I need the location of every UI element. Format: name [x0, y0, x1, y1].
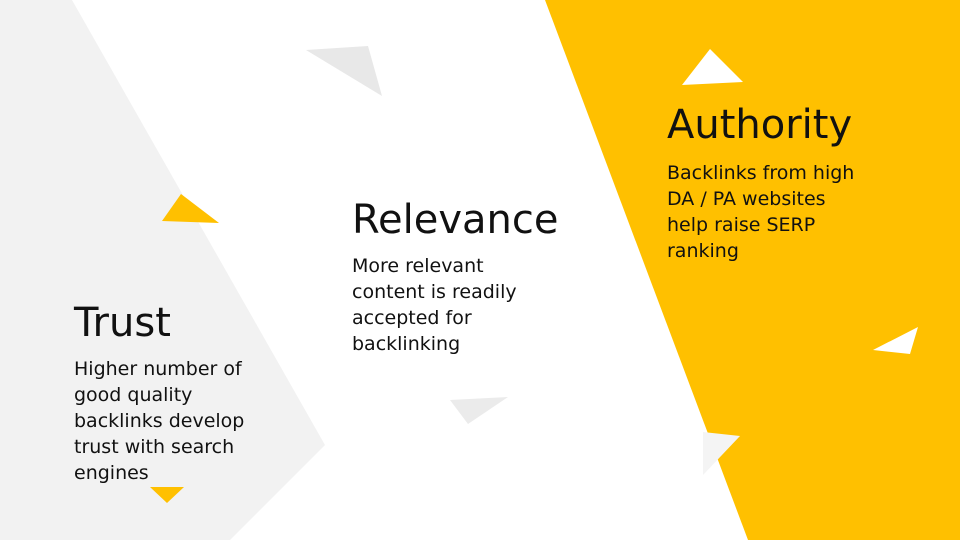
white-triangle-bottom [703, 432, 740, 475]
yellow-triangle-left [162, 194, 219, 223]
white-triangle-top-right [682, 49, 743, 85]
authority-title: Authority [667, 102, 853, 148]
relevance-block: Relevance More relevant content is readi… [352, 197, 559, 357]
white-triangle-right [873, 327, 918, 354]
gray-triangle-top [306, 46, 382, 96]
trust-title: Trust [74, 300, 171, 346]
relevance-title: Relevance [352, 197, 559, 243]
authority-block: Authority Backlinks from high DA / PA we… [667, 102, 867, 264]
yellow-triangle-bottom [150, 487, 184, 503]
relevance-description: More relevant content is readily accepte… [352, 255, 517, 356]
trust-block: Trust Higher number of good quality back… [74, 300, 264, 486]
yellow-background-panel [545, 0, 960, 540]
gray-triangle-middle [450, 397, 508, 424]
trust-description: Higher number of good quality backlinks … [74, 358, 245, 485]
authority-description: Backlinks from high DA / PA websites hel… [667, 162, 855, 263]
gray-background-panel [0, 0, 325, 540]
